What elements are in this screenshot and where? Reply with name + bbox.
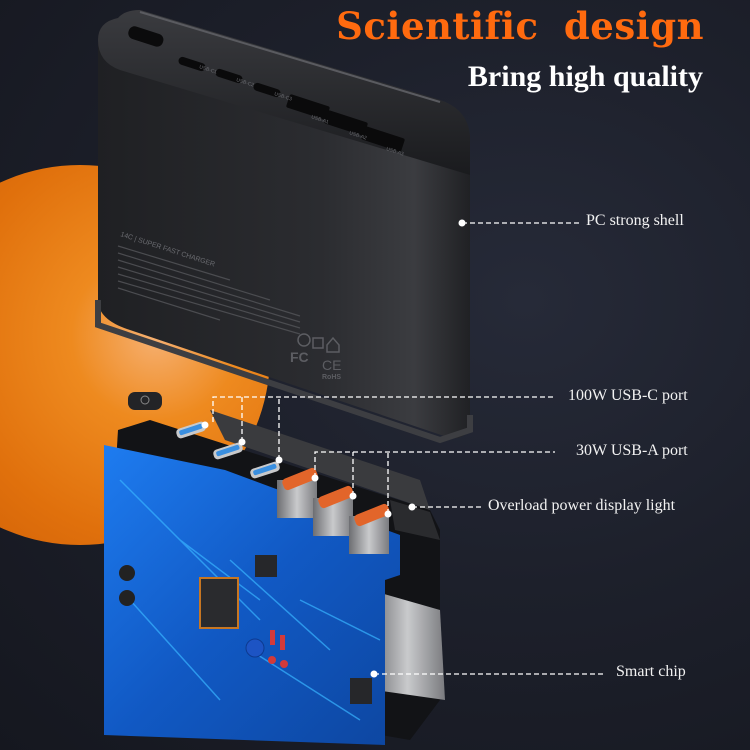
usb-a-slot [286,94,330,120]
callout-label-shell: PC strong shell [586,212,684,229]
rohs-mark: RoHS [322,374,341,381]
callout-label-chip: Smart chip [616,663,686,680]
usb-c-slot [215,68,243,84]
callout-lines [212,222,605,675]
callout-label-light: Overload power display light [488,497,676,514]
fcc-mark: FC [290,349,309,365]
top-ports [128,26,405,152]
capacitor [119,590,135,606]
ce-mark: CE [322,357,341,373]
subheadline: Bring high quality [467,60,703,93]
usb-c-slot [253,82,281,98]
callout-label-usb-c: 100W USB-C port [568,387,688,404]
power-socket [128,26,164,47]
usb-a-slot [324,110,368,136]
usb-c-slot [178,56,206,72]
capacitor [119,565,135,581]
port-label-usb-c3: USB-C3 [273,91,293,102]
usb-c-ports [176,421,280,479]
callout-dots [201,219,466,678]
spec-print [117,245,301,335]
pc-shell [95,10,473,444]
indicator-housing [390,500,440,540]
port-label-usb-c2: USB-C2 [235,77,255,88]
headline: Scientific design [336,4,704,48]
usb-a-ports [277,467,390,554]
power-button [128,392,162,410]
port-label-usb-c1: USB-C1 [198,64,218,75]
port-label-usb-a1: USB-A1 [310,114,329,125]
main-chip [199,577,239,629]
usb-a-slot [361,126,405,152]
ic-chip [255,555,277,577]
port-label-usb-a2: USB-A2 [348,130,367,141]
port-label-usb-a3: USB-A3 [385,146,404,157]
port-label-group: USB-C1 USB-C2 USB-C3 USB-A1 USB-A2 USB-A… [198,64,404,157]
certification-marks [297,333,340,353]
callout-label-usb-a: 30W USB-A port [576,442,688,459]
smart-chip [350,678,372,704]
